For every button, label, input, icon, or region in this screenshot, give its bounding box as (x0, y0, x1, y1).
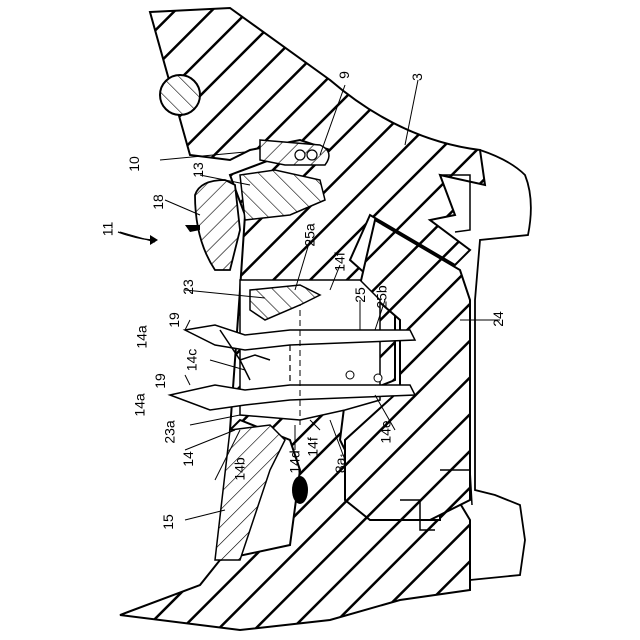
label-11: 11 (100, 222, 114, 237)
label-23a: 23a (163, 420, 177, 443)
label-3: 3 (410, 73, 424, 81)
arrow-11-icon (118, 232, 158, 245)
label-14b: 14b (233, 457, 247, 480)
label-14f-top: 14f (333, 252, 347, 271)
label-18: 18 (151, 194, 165, 210)
label-13: 13 (191, 162, 205, 178)
label-25b: 25b (375, 285, 389, 308)
label-14: 14 (181, 451, 195, 467)
label-25a: 25a (303, 223, 317, 246)
label-24: 24 (491, 311, 505, 327)
knob-18 (185, 180, 240, 270)
label-15: 15 (161, 514, 175, 530)
label-14d: 14d (288, 450, 302, 473)
o-ring (160, 75, 200, 115)
label-10: 10 (127, 156, 141, 172)
label-14c: 14c (184, 349, 198, 372)
label-19-bottom: 19 (153, 373, 167, 389)
label-23: 23 (181, 279, 195, 295)
label-14f-bottom: 14f (306, 437, 320, 456)
label-14a-top: 14a (135, 325, 149, 348)
label-9: 9 (337, 71, 351, 79)
label-25: 25 (353, 287, 367, 303)
label-14a-bottom: 14a (133, 393, 147, 416)
label-19-top: 19 (167, 312, 181, 328)
label-14e: 14e (379, 420, 393, 443)
label-8a1: 8a₁ (333, 453, 347, 473)
